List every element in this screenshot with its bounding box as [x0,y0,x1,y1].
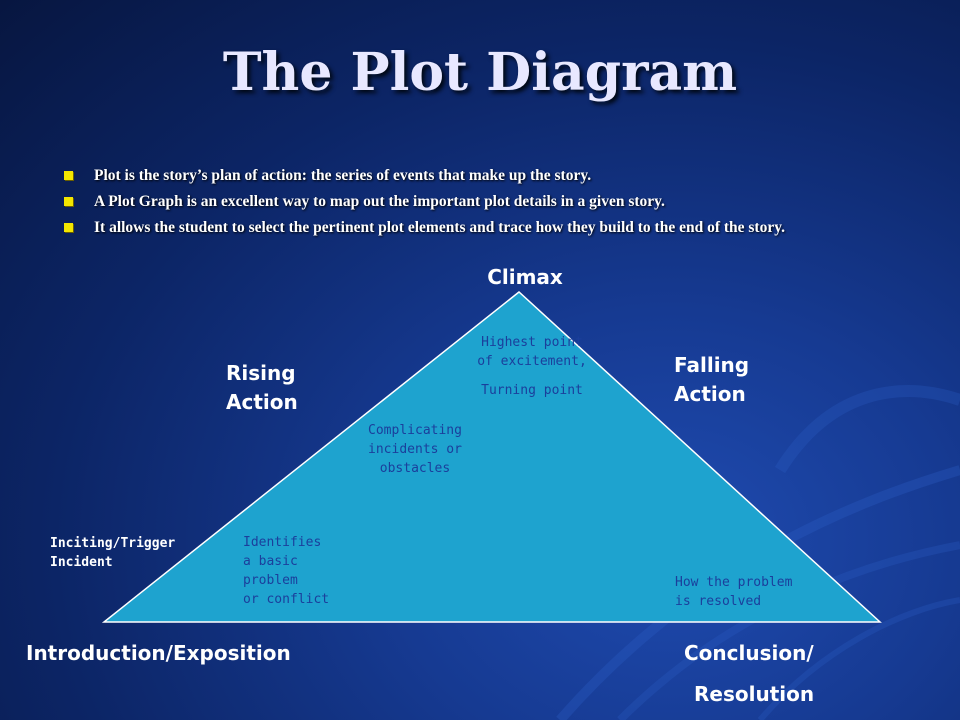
bullet-item: It allows the student to select the pert… [60,218,880,237]
plot-triangle [101,291,882,623]
climax-note: Highest point of excitement, [477,335,587,369]
introduction-label: Introduction/Exposition [26,641,291,665]
resolution-label: Resolution [694,682,815,706]
bullet-text: A Plot Graph is an excellent way to map … [94,193,665,210]
square-bullet-icon [64,223,73,232]
square-bullet-icon [64,197,73,206]
climax-label: Climax [487,265,563,289]
square-bullet-icon [64,171,73,180]
exposition-note: Identifies a basic problem or conflict [243,535,330,607]
bullet-text: It allows the student to select the pert… [94,219,785,236]
rising-action-label: Rising Action [226,361,298,414]
bullet-item: A Plot Graph is an excellent way to map … [60,192,880,211]
conclusion-label: Conclusion/ [684,641,814,665]
page-title: The Plot Diagram [222,42,738,103]
falling-action-label: Falling Action [674,353,750,406]
inciting-incident-label: Inciting/Trigger Incident [50,536,176,570]
bullet-text: Plot is the story’s plan of action: the … [94,167,592,184]
resolution-note: How the problem is resolved [675,575,793,609]
bullet-list: Plot is the story’s plan of action: the … [60,166,880,244]
rising-note: Complicating incidents or obstacles [368,423,462,476]
turning-point-note: Turning point [481,383,583,398]
bullet-item: Plot is the story’s plan of action: the … [60,166,880,185]
